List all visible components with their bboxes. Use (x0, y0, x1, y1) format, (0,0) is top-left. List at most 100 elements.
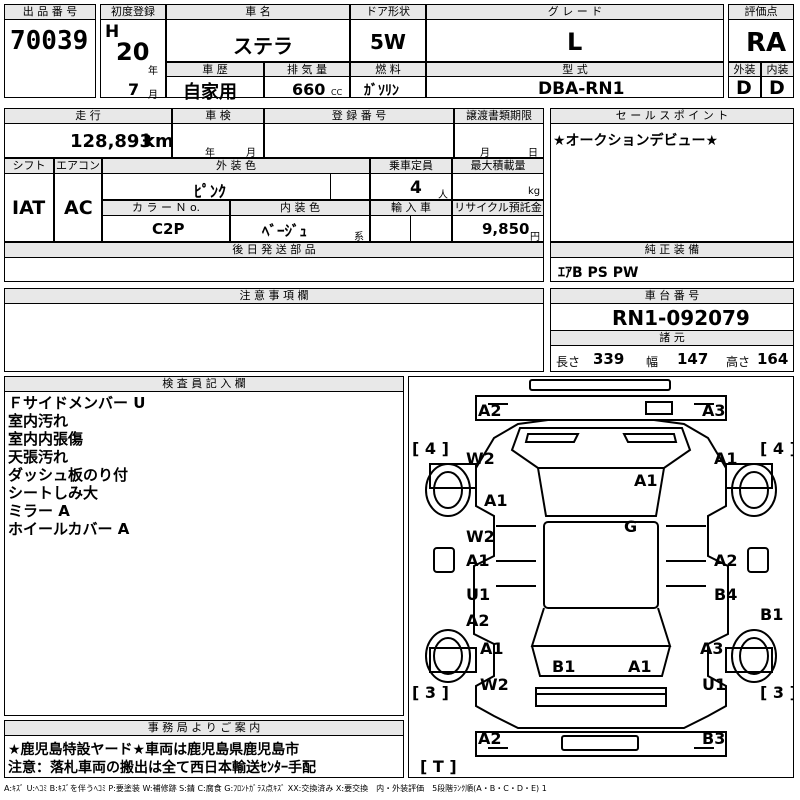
mark-rear-bumper-left: A2 (478, 729, 502, 748)
inspector-label: 検 査 員 記 入 欄 (4, 376, 404, 392)
car-name: ステラ (233, 34, 293, 58)
color-no-value: C2P (152, 220, 185, 238)
sales-point-box (550, 108, 794, 242)
rating-value: RA (746, 28, 787, 58)
tread-front-left: [ 4 ] (412, 439, 449, 458)
inspection-month-unit: 月 (246, 148, 256, 159)
office-label: 事 務 局 よ り ご 案 内 (4, 720, 404, 736)
inspection-label: 車 検 (172, 108, 264, 124)
mark-rear-glass-left: B1 (552, 657, 575, 676)
mark-front-door-left-2: A1 (466, 551, 490, 570)
notes-label: 注 意 事 項 欄 (4, 288, 544, 304)
interior-color-value: ﾍﾞｰｼﾞｭ (262, 222, 308, 240)
ac-value: AC (64, 197, 93, 219)
mark-rear-door-left-1: U1 (466, 585, 490, 604)
inspector-line: シートしみ大 (8, 484, 99, 502)
inspector-line: 天張汚れ (8, 448, 69, 466)
sales-point-text: ★オークションデビュー★ (553, 133, 719, 149)
mark-front-door-right: A2 (714, 551, 738, 570)
import-divider (410, 216, 411, 242)
displacement-value: 660 (292, 80, 326, 99)
transfer-day-unit: 日 (528, 148, 538, 159)
length-value: 339 (593, 350, 625, 368)
height-label: 高さ (726, 355, 751, 369)
history-value: 自家用 (183, 82, 237, 103)
mark-rear-fender-right: U1 (702, 675, 726, 694)
recycle-label: リサイクル預託金 (452, 200, 544, 216)
plate-label: 登 録 番 号 (264, 108, 454, 124)
recycle-unit: 円 (530, 232, 540, 243)
color-label: 外 装 色 (102, 158, 370, 174)
mark-front-bumper-right: A3 (702, 401, 726, 420)
exterior-value: D (736, 77, 752, 99)
fuel-value: ｶﾞｿﾘﾝ (364, 83, 399, 99)
load-unit: kg (528, 186, 541, 197)
mark-windshield: A1 (634, 471, 658, 490)
first-reg-label: 初度登録 (100, 4, 166, 20)
transfer-month-unit: 月 (480, 148, 490, 159)
tread-rear-right: [ 3 ] (760, 683, 794, 702)
door-label: ドア形状 (350, 4, 426, 20)
inspector-line: 室内内張傷 (8, 430, 84, 448)
tread-labels: [ 4 ] [ 4 ] [ 3 ] [ 3 ] [ T ] (412, 439, 794, 776)
era-letter: H (105, 22, 120, 42)
capacity-unit: 人 (438, 190, 448, 201)
door-value: 5W (370, 30, 406, 54)
shift-label: シフト (4, 158, 54, 174)
diagram-box (408, 376, 794, 778)
exterior-label: 外装 (728, 62, 761, 77)
transfer-label: 譲渡書類期限 (454, 108, 544, 124)
load-label: 最大積載量 (452, 158, 544, 174)
mileage-label: 走 行 (4, 108, 172, 124)
inspector-line: ミラー A (8, 502, 70, 520)
recycle-value: 9,850 (482, 220, 530, 238)
inspector-lines: Ｆサイドメンバー U 室内汚れ 室内内張傷 天張汚れ ダッシュ板のり付 シートし… (8, 394, 145, 538)
inspector-box (4, 376, 404, 716)
month-unit: 月 (148, 90, 158, 101)
capacity-label: 乗車定員 (370, 158, 452, 174)
interior-value: D (769, 77, 785, 99)
inspector-line: ダッシュ板のり付 (8, 466, 129, 484)
standard-equip-value: ｴｱB PS PW (558, 265, 639, 281)
height-value: 164 (757, 350, 789, 368)
tread-front-right: [ 4 ] (760, 439, 794, 458)
mark-rear-glass-right: A1 (628, 657, 652, 676)
legend: A:ｷｽﾞ U:ﾍｺﾐ B:ｷｽﾞを伴うﾍｺﾐ P:要塗装 W:補修跡 S:錆 … (4, 784, 547, 793)
car-diagram: [ 4 ] [ 4 ] [ 3 ] [ 3 ] [ T ] A2 A3 W2 A… (412, 379, 794, 776)
mark-roof: G (624, 517, 637, 536)
chassis-label: 車 台 番 号 (550, 288, 794, 304)
damage-marks: A2 A3 W2 A1 A1 A1 G W2 A1 A2 U1 A2 B4 B1… (466, 401, 783, 748)
lot-label: 出 品 番 号 (4, 4, 96, 20)
displacement-unit: CC (331, 88, 343, 97)
inspection-year-unit: 年 (205, 148, 215, 159)
office-line-1: ★鹿児島特設ヤード★車両は鹿児島県鹿児島市 (8, 742, 300, 758)
shift-value: IAT (12, 197, 46, 219)
mark-right-sill: B1 (760, 605, 783, 624)
car-name-label: 車 名 (166, 4, 350, 20)
capacity-value: 4 (410, 178, 422, 198)
model-code-value: DBA-RN1 (538, 79, 625, 99)
mark-rear-fender-left: W2 (480, 675, 509, 694)
width-label: 幅 (646, 355, 659, 369)
grade-label: グ レ ー ド (426, 4, 724, 20)
standard-equip-label: 純 正 装 備 (550, 242, 794, 258)
year-unit: 年 (148, 66, 158, 77)
mark-front-bumper-left: A2 (478, 401, 502, 420)
mark-front-fender-left: W2 (466, 449, 495, 468)
office-line-2: 注意：落札車両の搬出は全て西日本輸送ｾﾝﾀｰ手配 (8, 760, 316, 776)
model-code-label: 型 式 (426, 62, 724, 77)
tread-rear-left: [ 3 ] (412, 683, 449, 702)
first-reg-year: 20 (116, 38, 150, 66)
interior-color-label: 内 装 色 (230, 200, 370, 216)
mark-rear-wheel-left: A1 (480, 639, 504, 658)
interior-color-unit: 系 (354, 232, 364, 243)
width-value: 147 (677, 350, 709, 368)
first-reg-month: 7 (128, 80, 140, 99)
mark-front-wheel-left: A1 (484, 491, 508, 510)
interior-label: 内装 (761, 62, 794, 77)
wheels (425, 463, 777, 683)
mark-rear-door-left-2: A2 (466, 611, 490, 630)
mileage-value: 128,893 (70, 131, 152, 152)
ac-label: エアコン (54, 158, 102, 174)
fuel-label: 燃 料 (350, 62, 426, 77)
